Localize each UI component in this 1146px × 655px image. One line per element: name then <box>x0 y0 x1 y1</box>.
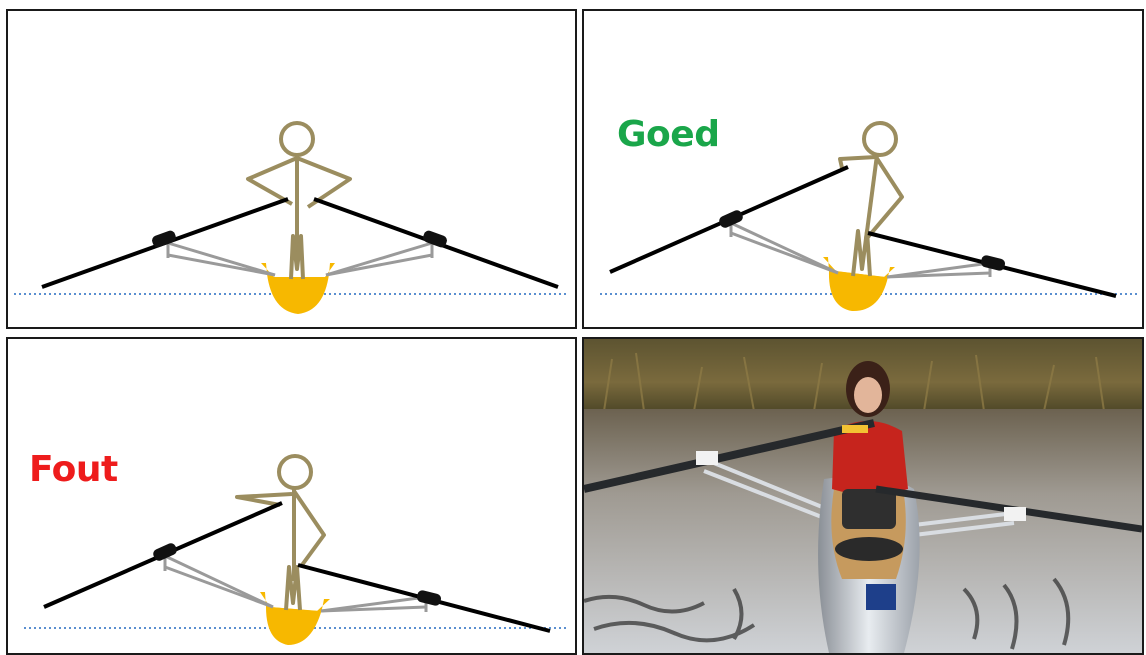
verdict-bad-label: Fout <box>29 449 118 490</box>
rower-head <box>279 121 315 157</box>
rower-head <box>862 121 898 157</box>
oar-grip-left <box>842 425 868 433</box>
boat-hull-bottom <box>274 277 325 313</box>
rower-person <box>832 361 908 561</box>
rower-figure <box>838 121 904 277</box>
water-reflections <box>584 577 1071 650</box>
verdict-good-label: Goed <box>617 114 720 155</box>
rigger-right <box>325 241 434 277</box>
oar-left <box>584 419 875 493</box>
reeds <box>603 352 1105 412</box>
rower-diagram-good <box>600 121 1140 312</box>
diagram-panel-neutral <box>6 9 577 329</box>
boat-hull-bottom <box>270 607 320 644</box>
oarlock-left <box>719 210 743 228</box>
rower-figure <box>246 121 352 280</box>
oarlock-right <box>1004 507 1026 521</box>
rower-head <box>277 454 313 490</box>
rigger-frame <box>703 457 1015 537</box>
oarlock-left <box>153 543 177 561</box>
diagram-panel-good: Goed <box>582 9 1144 329</box>
hull-stripe <box>866 584 896 610</box>
rower-photo <box>582 337 1144 655</box>
oarlock-left <box>696 451 718 465</box>
rower-figure <box>235 454 326 611</box>
rigger-left <box>166 241 276 277</box>
oarlock-right <box>416 590 442 606</box>
diagram-panel-bad: Fout <box>6 337 577 655</box>
boat-hull-bottom <box>833 271 886 311</box>
oarlock-right <box>423 230 447 248</box>
oarlock-right <box>980 255 1006 271</box>
rigger-left <box>729 221 839 275</box>
rigger-left <box>163 553 274 609</box>
oarlock-left <box>152 230 176 248</box>
rower-photo-illustration <box>584 339 1142 653</box>
rower-diagram-bad <box>24 454 568 645</box>
rower-diagram-neutral <box>14 121 568 314</box>
